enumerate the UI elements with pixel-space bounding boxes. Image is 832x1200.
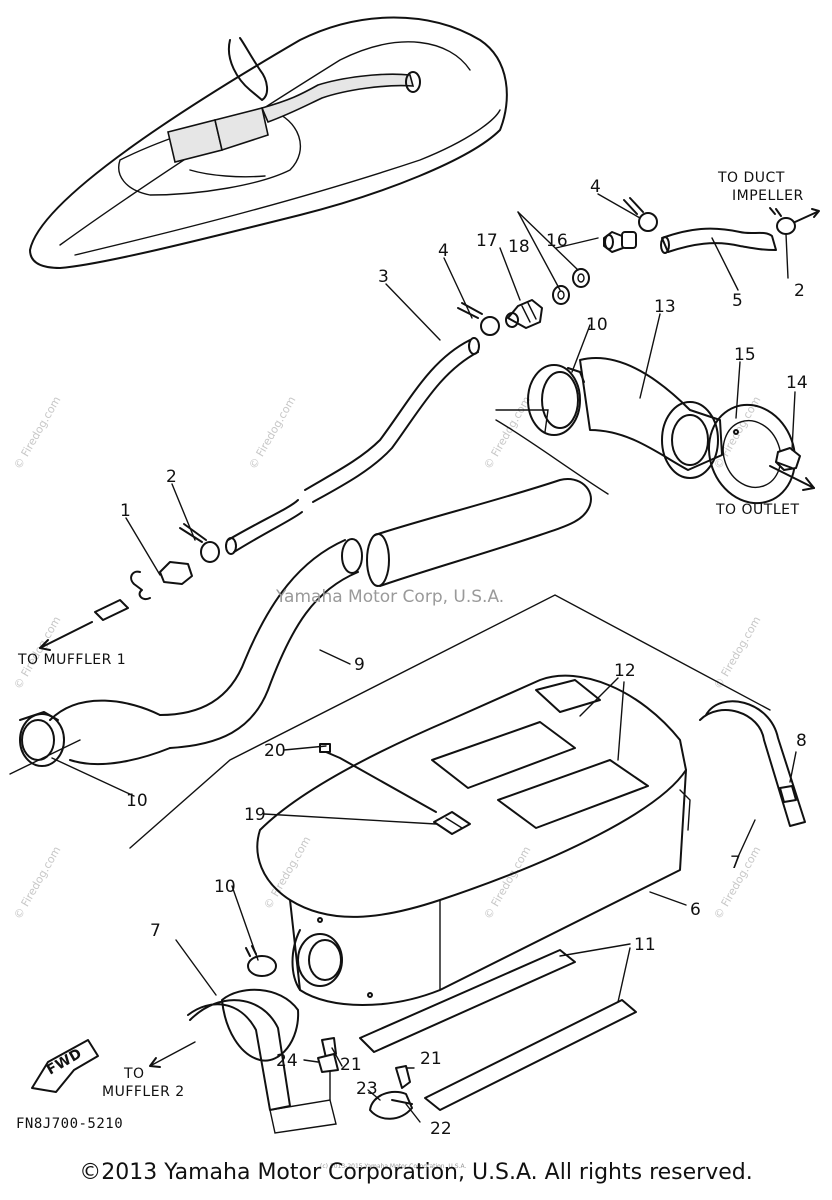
callout-14: 14: [786, 373, 808, 393]
callout-4-right: 4: [590, 177, 601, 197]
callout-numbers: 1 2 2 3 4 4 5 6 7 7 8 9 10 10 10 11 12 1…: [120, 177, 808, 1139]
hose-clamp-upper: [776, 217, 796, 235]
note-to-duct: TO DUCT: [717, 170, 785, 186]
watermark-2: © Firedog.com: [246, 394, 298, 471]
callout-10-upper: 10: [586, 315, 608, 335]
callout-9: 9: [354, 655, 365, 675]
callout-7-right: 7: [730, 853, 741, 873]
outlet-elbow-13: [579, 357, 723, 471]
watermark-3: © Firedog.com: [481, 394, 533, 471]
bolt-8: [779, 785, 797, 803]
watermark-4: © Firedog.com: [11, 844, 63, 921]
callout-20: 20: [264, 741, 286, 761]
callout-22: 22: [430, 1119, 452, 1139]
watermark-tiny: (c) 2013-2015 Yamaha Motor Corporation, …: [320, 1163, 466, 1170]
callout-2-right: 2: [794, 281, 805, 301]
washer-18b: [552, 285, 570, 305]
callout-7-left: 7: [150, 921, 161, 941]
callout-24: 24: [276, 1051, 298, 1071]
gasket-15: [707, 403, 797, 505]
callout-21-lower: 21: [420, 1049, 442, 1069]
hose-clamp-4-left: [480, 316, 500, 336]
washer-24: [317, 1053, 339, 1073]
leader-lines: [51, 193, 797, 1123]
bolt-21-lower: [395, 1065, 411, 1089]
sensor-19: [433, 811, 471, 835]
fitting-1: [159, 561, 193, 585]
hose-clamp-10-lower: [247, 955, 277, 977]
hose-clamp-2-left: [200, 541, 220, 563]
routing-notes: TO DUCT IMPELLER TO OUTLET TO MUFFLER 1 …: [17, 170, 804, 1100]
note-to: TO: [123, 1066, 145, 1082]
duct-hose: [661, 227, 777, 253]
forward-arrow: FWD: [31, 1039, 99, 1093]
exhaust-hose-9: [9, 478, 592, 775]
note-muffler-2: MUFFLER 2: [102, 1084, 185, 1100]
callout-5: 5: [732, 291, 743, 311]
callout-21-upper: 21: [340, 1055, 362, 1075]
watermark-10: © Firedog.com: [261, 834, 313, 911]
hose-clamp-10-upper: [527, 364, 581, 436]
watermark-center: Yamaha Motor Corp, U.S.A.: [275, 587, 504, 607]
callout-4-left: 4: [438, 241, 449, 261]
fitting-17: [507, 299, 543, 329]
pad-12-right: [497, 759, 649, 829]
callout-13: 13: [654, 297, 676, 317]
callout-8: 8: [796, 731, 807, 751]
copyright-footer: ©2013 Yamaha Motor Corporation, U.S.A. A…: [79, 1160, 753, 1185]
callout-10-left: 10: [126, 791, 148, 811]
callout-1: 1: [120, 501, 131, 521]
pad-11-lower: [424, 999, 637, 1111]
callout-17: 17: [476, 231, 498, 251]
mount-bracket-23: [369, 1090, 413, 1120]
note-to-outlet: TO OUTLET: [715, 502, 800, 518]
callout-12: 12: [614, 661, 636, 681]
diagram-part-code: FN8J700-5210: [16, 1116, 124, 1132]
outlet-elbow-assembly: [495, 357, 815, 505]
callout-2-left: 2: [166, 467, 177, 487]
watermark-1: © Firedog.com: [11, 394, 63, 471]
water-hose-3: [225, 337, 480, 555]
callout-6: 6: [690, 900, 701, 920]
hose-clamp-10-left: [19, 713, 65, 767]
watermark-9: © Firedog.com: [711, 614, 763, 691]
callout-10-lower: 10: [214, 877, 236, 897]
callout-11: 11: [634, 935, 656, 955]
callout-15: 15: [734, 345, 756, 365]
callout-18: 18: [508, 237, 530, 257]
muffler-body: [129, 594, 806, 1134]
pad-12-left: [431, 721, 576, 789]
note-to-muffler-1: TO MUFFLER 1: [17, 652, 126, 668]
watercraft-overview: [29, 16, 508, 269]
hose-clamp-4-right: [638, 212, 658, 232]
callout-23: 23: [356, 1079, 378, 1099]
callout-3: 3: [378, 267, 389, 287]
duct-hose-assembly: [457, 197, 820, 336]
callout-19: 19: [244, 805, 266, 825]
washer-18a: [572, 268, 590, 288]
pad-12-top: [535, 679, 601, 713]
callout-16: 16: [546, 231, 568, 251]
note-impeller: IMPELLER: [732, 188, 804, 204]
pad-11-upper: [359, 949, 576, 1053]
left-fitting-chain: [39, 523, 220, 651]
